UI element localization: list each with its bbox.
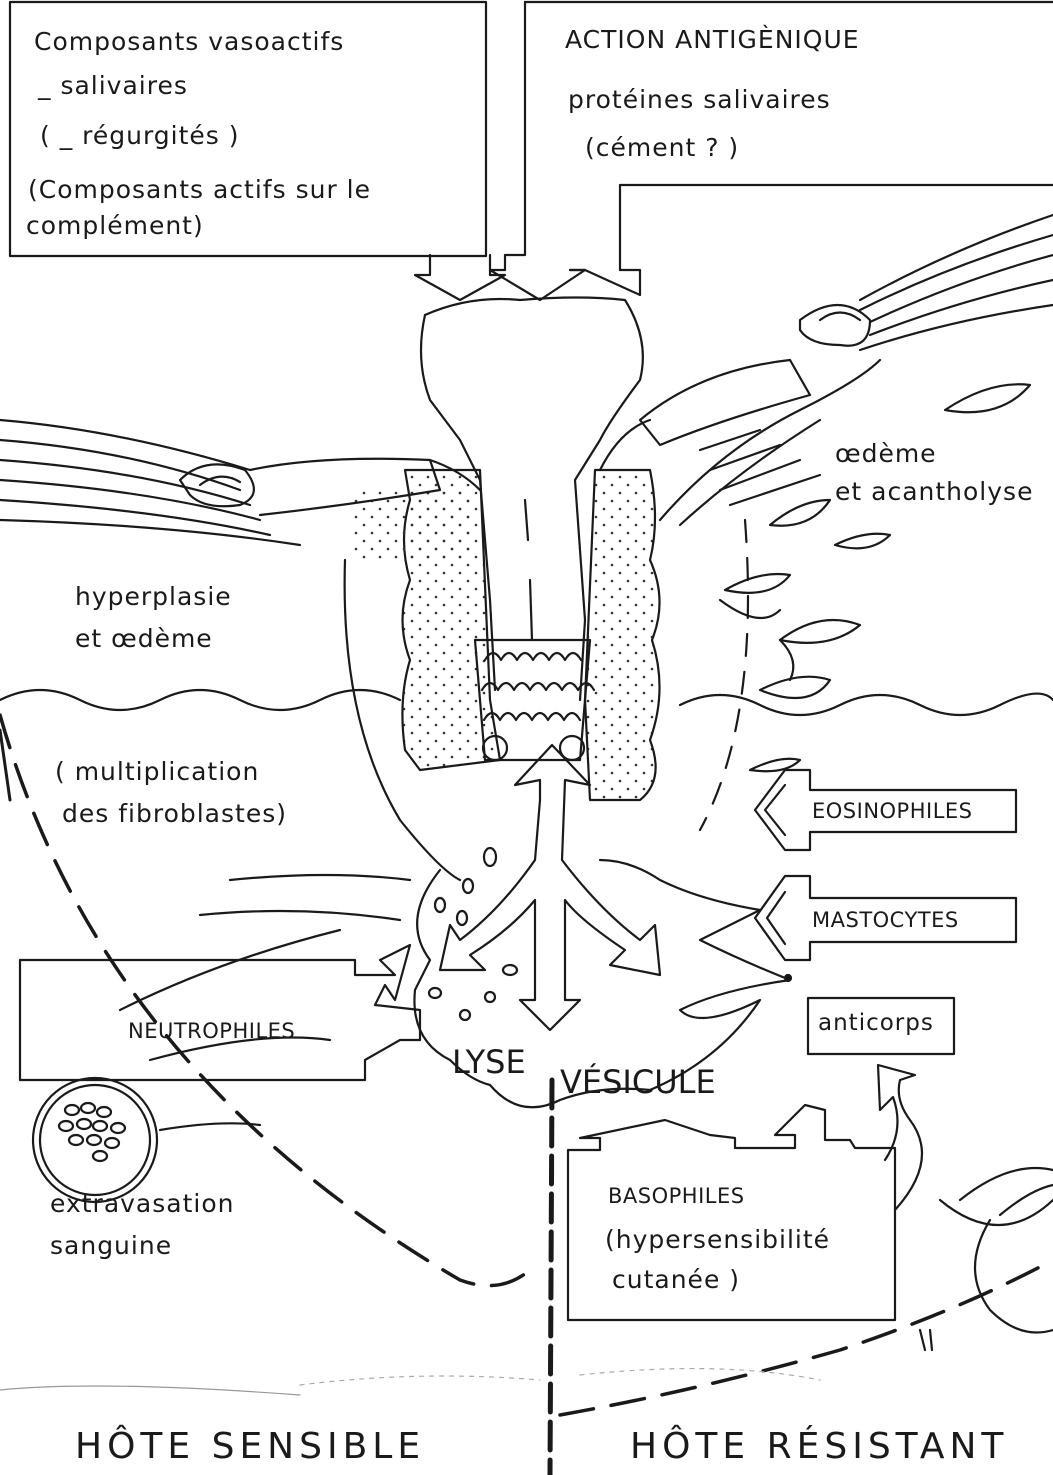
antigenic-box-left-edge [505, 2, 525, 270]
cement-right [585, 470, 660, 800]
red-blood-cells [59, 1103, 125, 1161]
lesion-arc-right [700, 520, 748, 830]
oedeme-label: œdème [835, 440, 937, 469]
hyperplasie-label: hyperplasie [75, 583, 232, 612]
vasoactive-line2: _ salivaires [38, 72, 188, 101]
basophiles-label: BASOPHILES [608, 1184, 745, 1208]
et-oedeme-label: et œdème [75, 625, 213, 654]
cutanee-label: cutanée ) [612, 1266, 740, 1295]
skin-wave-left [0, 690, 400, 710]
antigenic-title: ACTION ANTIGÈNIQUE [565, 26, 860, 55]
neutrophiles-label: NEUTROPHILES [128, 1019, 295, 1043]
eosinophiles-label: EOSINOPHILES [812, 799, 973, 823]
vesicule-label: VÉSICULE [560, 1064, 716, 1101]
acantholyse-label: et acantholyse [835, 478, 1033, 507]
neutrophiles-arrow [20, 945, 420, 1080]
vessel-right [975, 1220, 1053, 1333]
antigenic-line2: protéines salivaires [568, 86, 831, 115]
vasoactive-line3: ( _ régurgités ) [40, 122, 240, 151]
vasoactive-line5: complément) [26, 212, 204, 241]
skin-wave-right [680, 694, 1053, 715]
arrow-down-left [415, 255, 505, 300]
multiplication-label: ( multiplication [55, 758, 259, 787]
host-divider [550, 1080, 552, 1475]
antigenic-box-inner-edge [620, 185, 1053, 270]
lyse-label: LYSE [452, 1044, 526, 1081]
anticorps-arrow [878, 1065, 922, 1210]
fibroblastes-label: des fibroblastes) [62, 800, 287, 829]
host-resistant-label: HÔTE RÉSISTANT [630, 1426, 1008, 1467]
vasoactive-line4: (Composants actifs sur le [28, 176, 371, 205]
anticorps-label: anticorps [818, 1010, 934, 1036]
antigenic-line3: (cément ? ) [585, 134, 739, 163]
extravasation-label: extravasation [50, 1190, 234, 1219]
blood-vessel [33, 1078, 157, 1202]
hypersensibilite-label: (hypersensibilité [605, 1226, 830, 1255]
mastocytes-label: MASTOCYTES [812, 908, 959, 932]
lysed-cells [429, 848, 517, 1020]
host-sensitive-label: HÔTE SENSIBLE [75, 1426, 425, 1467]
vasoactive-line1: Composants vasoactifs [34, 28, 344, 57]
sanguine-label: sanguine [50, 1232, 172, 1261]
